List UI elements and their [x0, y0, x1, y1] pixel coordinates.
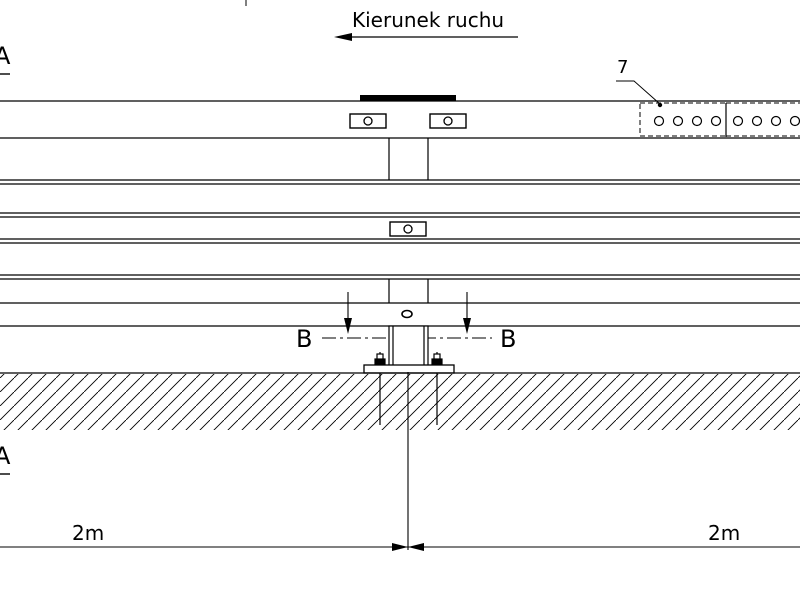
middle-rail-band — [0, 179, 800, 244]
section-mark-a-top: A — [0, 42, 11, 70]
dimension-label-left: 2m — [72, 521, 104, 545]
upper-rail-spacer-left — [349, 113, 387, 129]
callout-number: 7 — [617, 57, 628, 78]
upper-rail — [0, 100, 800, 139]
post-base-segment — [388, 325, 429, 367]
middle-rail-spacer — [389, 221, 427, 237]
lower-rail — [0, 274, 800, 327]
post-upper-segment — [388, 138, 429, 180]
section-mark-b-left: B — [296, 325, 312, 353]
direction-label: Kierunek ruchu — [352, 8, 504, 32]
rail-splice-detail — [639, 102, 800, 137]
post-base-plate — [363, 364, 455, 374]
section-mark-a-bottom: A — [0, 442, 11, 470]
dimension-line — [0, 543, 800, 551]
post-bolt-hole — [401, 309, 413, 319]
post-cap-plate — [360, 95, 456, 101]
dimension-label-right: 2m — [708, 521, 740, 545]
direction-arrow — [334, 33, 518, 41]
section-mark-b-right: B — [500, 325, 516, 353]
callout-leader-line — [616, 80, 661, 105]
callout-leader-dot — [657, 102, 663, 108]
upper-rail-spacer-right — [429, 113, 467, 129]
soil-hatching — [0, 374, 800, 430]
post-lower-segment — [388, 279, 429, 303]
